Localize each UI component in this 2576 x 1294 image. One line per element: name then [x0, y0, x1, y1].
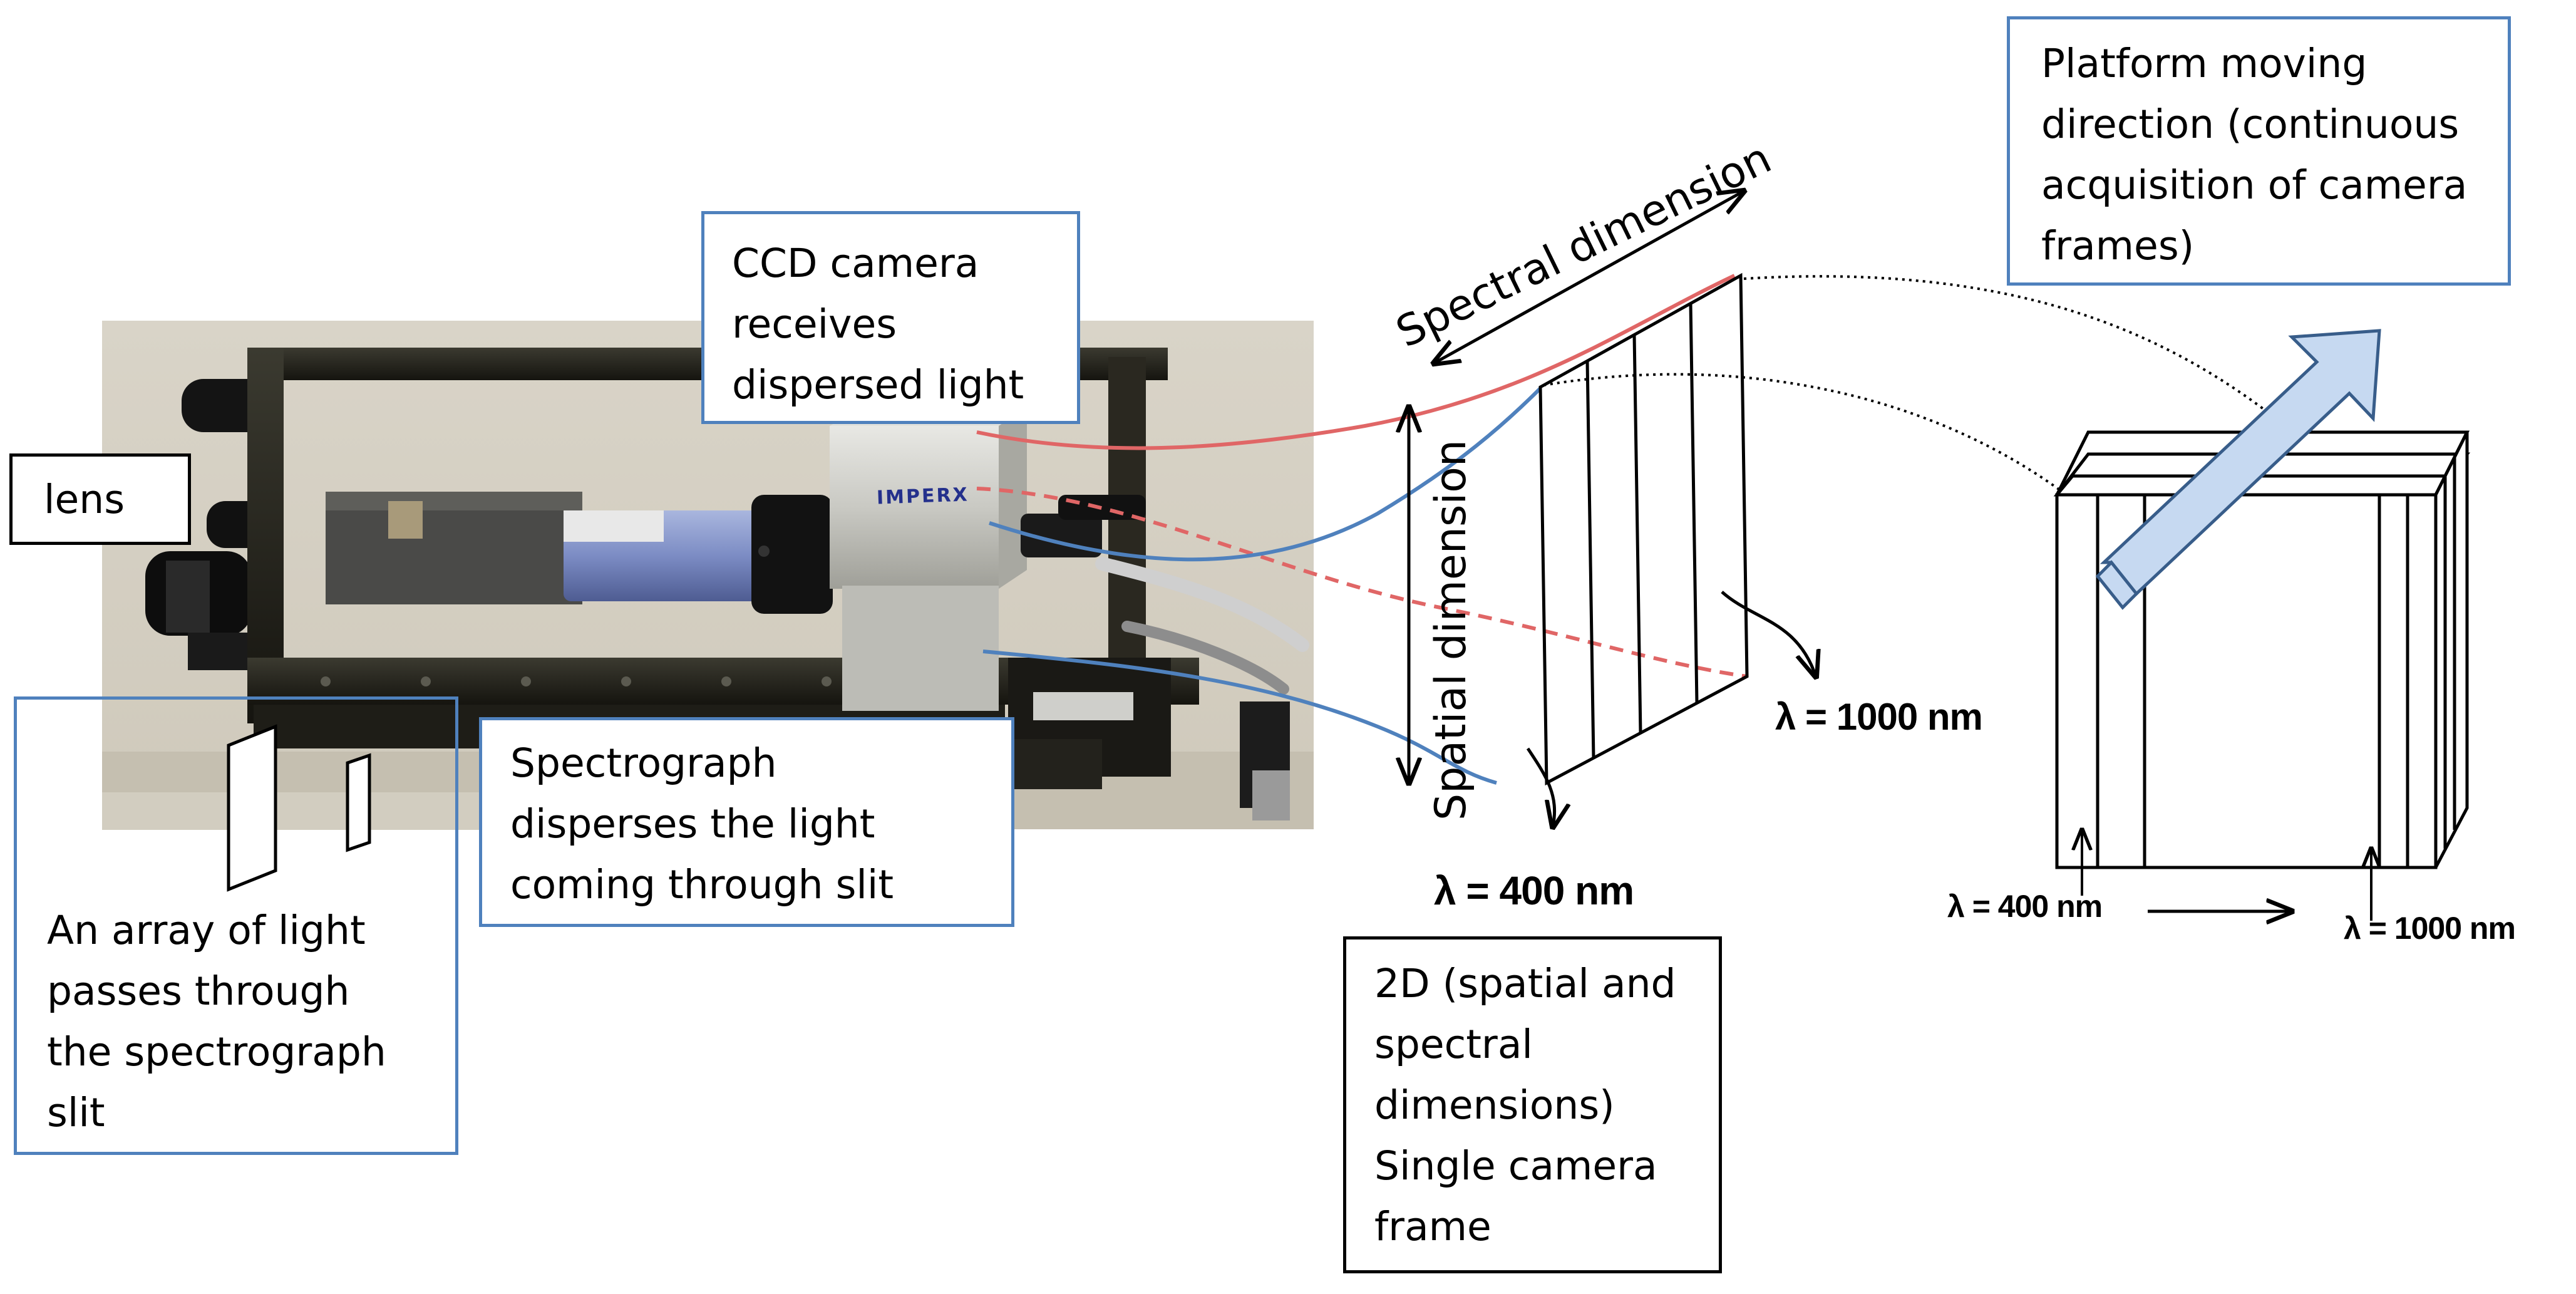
camera-brand-label: IMPERX	[876, 484, 970, 509]
platform-callout: Platform moving direction (continuous ac…	[2007, 16, 2511, 286]
spatial-dimension-label: Spatial dimension	[1426, 440, 1476, 820]
spectral-dimension-arrow	[1434, 191, 1744, 363]
slit-illustration	[227, 724, 371, 892]
cube-lambda-min-label: λ = 400 nm	[1947, 889, 2103, 924]
frame-lambda-min-pointer	[1526, 747, 1555, 827]
cube-lambda-max-label: λ = 1000 nm	[2344, 911, 2516, 946]
mount-bracket	[977, 658, 1171, 789]
ccd-camera-callout: CCD camera receives dispersed light	[701, 211, 1080, 424]
ray-blue-bottom	[982, 650, 1497, 785]
frame-lambda-max-label: λ = 1000 nm	[1775, 696, 1983, 738]
spectrograph-callout: Spectrograph disperses the light coming …	[479, 717, 1014, 927]
projection-curves	[1543, 275, 2399, 499]
ccd-camera-text: CCD camera receives dispersed light	[732, 241, 1024, 408]
lens-text: lens	[44, 477, 125, 522]
platform-text: Platform moving direction (continuous ac…	[2041, 41, 2468, 269]
frame-lambda-max-pointer	[1721, 591, 1816, 676]
frame-2d-callout: 2D (spatial and spectral dimensions) Sin…	[1343, 936, 1722, 1273]
slit-array-callout: An array of light passes through the spe…	[14, 696, 458, 1155]
ray-blue-top	[989, 386, 1542, 562]
slit-array-text: An array of light passes through the spe…	[47, 908, 386, 1136]
lens-callout: lens	[9, 453, 191, 545]
frame-lambda-min-label: λ = 400 nm	[1434, 868, 1634, 913]
spectrograph-text: Spectrograph disperses the light coming …	[510, 740, 894, 908]
ccd-camera	[830, 407, 1146, 711]
spectrograph-body	[326, 492, 833, 614]
frame-2d-text: 2D (spatial and spectral dimensions) Sin…	[1374, 961, 1676, 1250]
hyperspectral-cube	[2053, 430, 2471, 869]
platform-direction-arrow	[2099, 329, 2381, 596]
camera-frame-2d	[1538, 272, 1749, 786]
